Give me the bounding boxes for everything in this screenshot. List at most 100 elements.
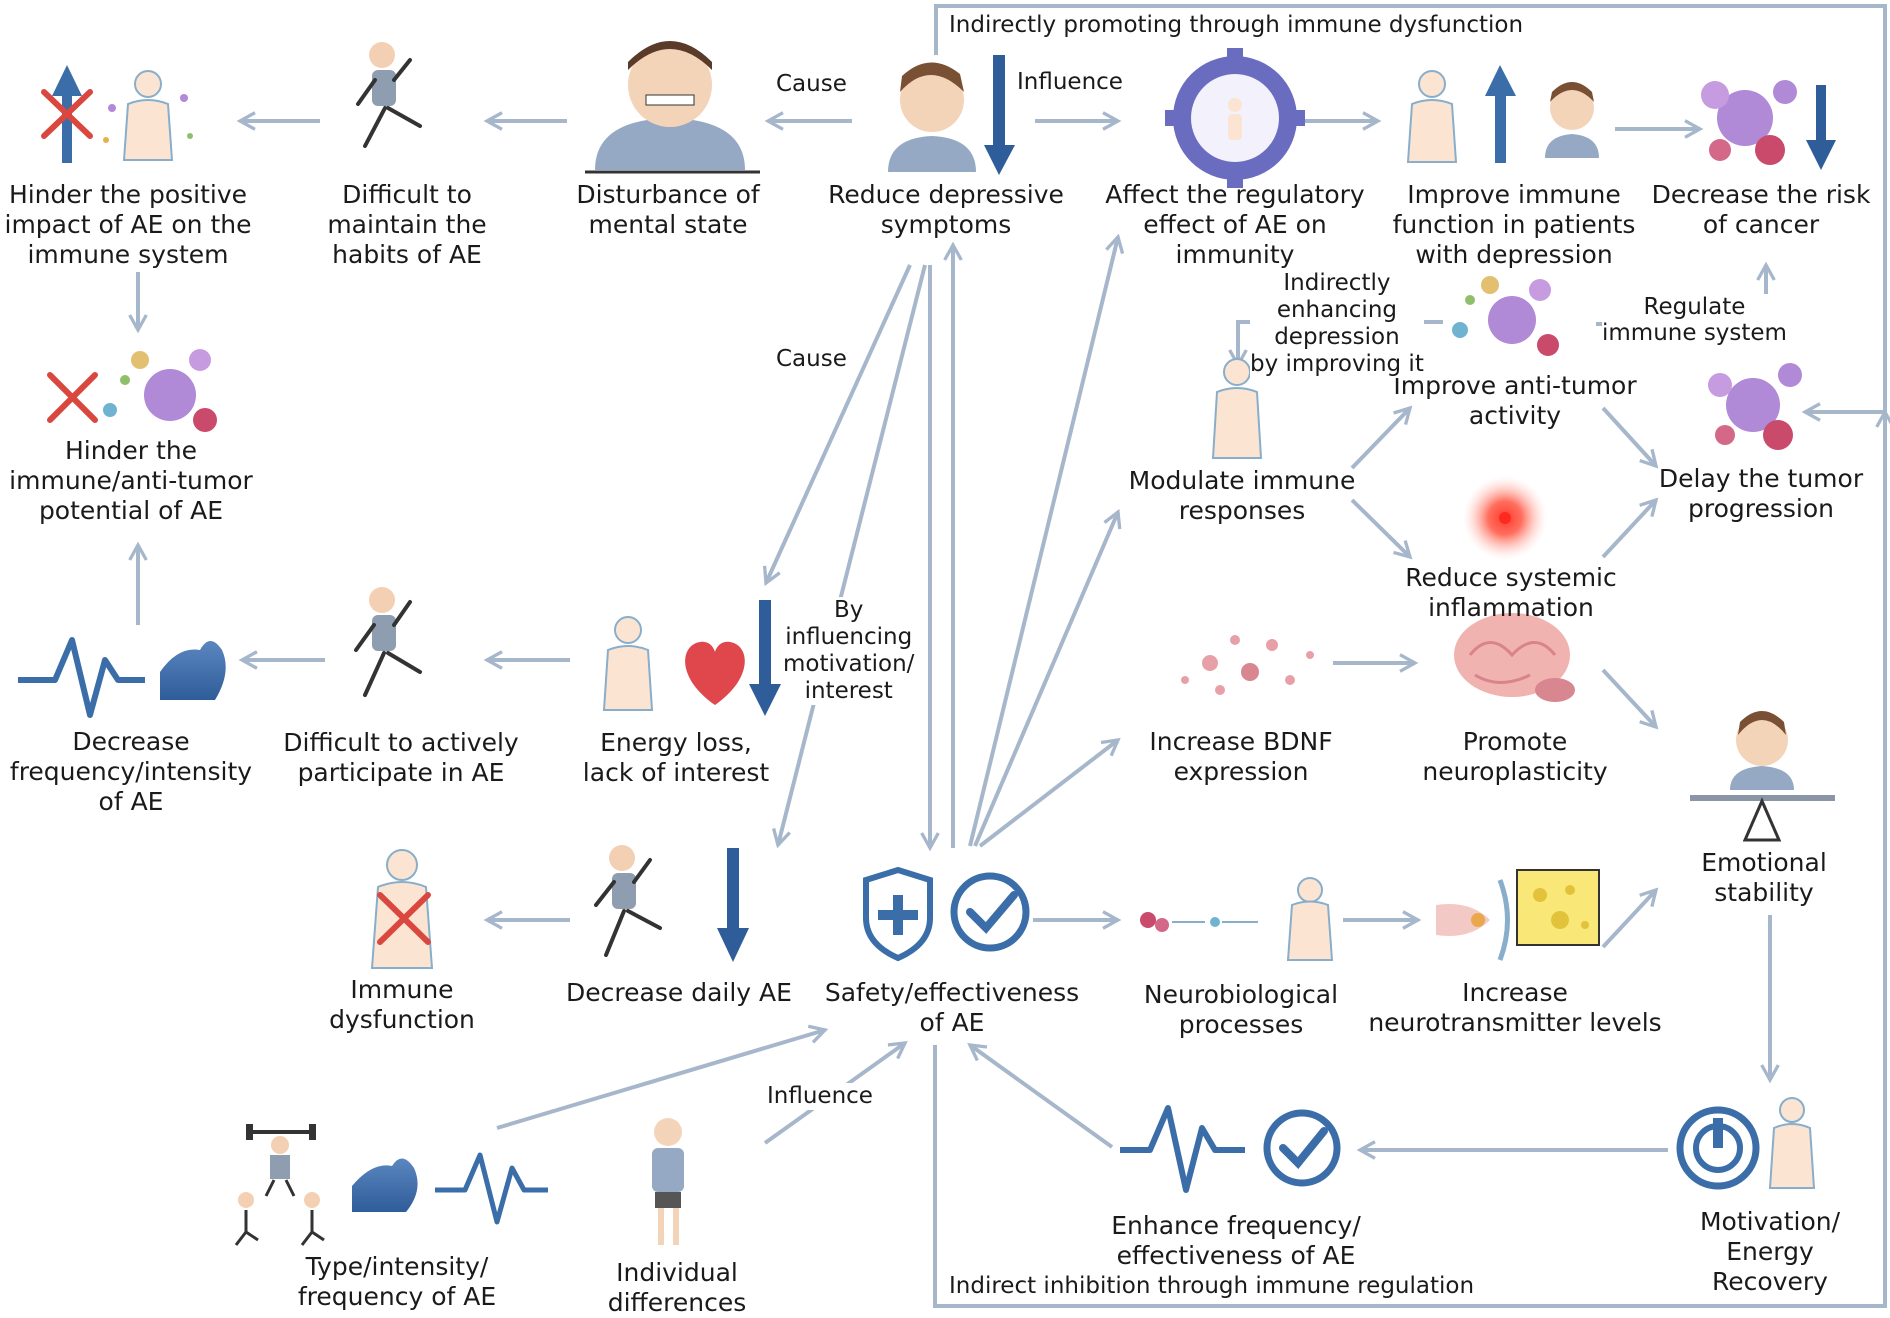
shape [1551, 911, 1569, 929]
edge-label-cause-mid: Cause [776, 346, 847, 373]
shape [1465, 295, 1475, 305]
body-icon [602, 616, 654, 711]
shape [1297, 877, 1323, 903]
body-icon [370, 849, 434, 969]
synapse-icon [1436, 869, 1600, 961]
shape [1165, 48, 1305, 188]
shape [602, 645, 654, 711]
runner-icon [594, 845, 662, 957]
shape [352, 1158, 418, 1212]
shape [1241, 663, 1259, 681]
shape [372, 615, 396, 651]
shape [1289, 110, 1305, 126]
shape [1228, 114, 1242, 140]
arrow [1601, 890, 1656, 949]
shape [103, 137, 109, 143]
body-icon [1406, 70, 1458, 163]
shape [372, 70, 396, 106]
shape [1227, 48, 1243, 64]
shape [1406, 99, 1458, 163]
shape [1263, 1109, 1341, 1187]
shape [628, 43, 712, 127]
arrow [933, 412, 1885, 1308]
inflammation-icon [1463, 476, 1547, 560]
shape [1165, 110, 1181, 126]
shape [41, 89, 93, 139]
node-text: Emotional stability [1701, 848, 1827, 907]
shape [138, 4, 1887, 1308]
shape [1140, 912, 1156, 928]
muscle-icon [160, 641, 226, 700]
shape [655, 1192, 681, 1208]
node-modulate-immune: Modulate immune responses [1129, 466, 1356, 526]
node-decrease-freq: Decrease frequency/intensity of AE [10, 727, 252, 817]
standing-person-icon [652, 1118, 684, 1245]
node-text: Difficult to maintain the habits of AE [327, 180, 487, 269]
shape [187, 133, 193, 139]
shape [1306, 651, 1314, 659]
shape [1488, 296, 1536, 344]
node-difficult-maintain: Difficult to maintain the habits of AE [327, 180, 486, 270]
bdnf-particles-icon [1181, 635, 1314, 695]
shape [759, 600, 771, 688]
shape [604, 909, 626, 957]
shape [52, 65, 82, 96]
up-arrow-icon [52, 65, 82, 163]
shape [363, 651, 386, 697]
node-increase-bdnf: Increase BDNF expression [1149, 727, 1332, 787]
shape [1468, 641, 1557, 658]
shape [1709, 139, 1731, 161]
node-hinder-antitumor: Hinder the immune/anti-tumor potential o… [9, 436, 253, 526]
node-text: Motivation/ Energy Recovery [1699, 1207, 1841, 1296]
cancer-cells-icon [1708, 363, 1802, 450]
shape [727, 848, 739, 933]
node-text: Decrease daily AE [566, 978, 792, 1007]
node-text: Energy loss, lack of interest [582, 728, 770, 787]
shape [1266, 639, 1278, 651]
shape [654, 1118, 682, 1146]
node-affect-regulatory: Affect the regulatory effect of AE on im… [1105, 180, 1364, 270]
shape [1755, 135, 1785, 165]
shape [900, 68, 964, 132]
sad-person-icon [888, 62, 976, 172]
check-circle-icon [1263, 1109, 1341, 1187]
shape [1763, 420, 1793, 450]
down-arrow-icon [1806, 85, 1836, 170]
shape [1713, 1118, 1723, 1148]
shape [392, 600, 412, 627]
node-enhance-frequency: Enhance frequency/ effectiveness of AE [1111, 1211, 1361, 1271]
shape [120, 375, 130, 385]
shape [652, 1148, 684, 1192]
shape [193, 408, 217, 432]
edge-label-influence-bottom: Influence [767, 1083, 873, 1110]
node-disturbance: Disturbance of mental state [576, 180, 759, 240]
node-increase-neurotransmitter: Increase neurotransmitter levels [1368, 978, 1661, 1038]
arrow [934, 4, 1887, 412]
shape [1550, 82, 1594, 102]
arrow [968, 237, 1118, 847]
arrow [1350, 498, 1410, 557]
heartbeat-icon [18, 637, 145, 718]
node-decrease-daily: Decrease daily AE [566, 978, 792, 1008]
shape [1223, 358, 1251, 386]
shape [1730, 766, 1794, 790]
edge-label-indirect-inhibition: Indirect inhibition through immune regul… [945, 1273, 1479, 1300]
node-improve-antitumor: Improve anti-tumor activity [1393, 371, 1636, 431]
shape [392, 58, 412, 82]
node-neurobiological: Neurobiological processes [1144, 980, 1338, 1040]
node-text: Increase BDNF expression [1149, 727, 1333, 786]
brain-icon [1454, 613, 1575, 702]
shape [685, 641, 745, 705]
shape [1210, 917, 1220, 927]
shape [1230, 635, 1240, 645]
shape [131, 351, 149, 369]
shape [1537, 334, 1559, 356]
shape [1736, 714, 1788, 766]
muscle-icon [352, 1158, 418, 1212]
shape [1516, 869, 1600, 946]
node-type-intensity: Type/intensity/ frequency of AE [298, 1252, 496, 1312]
shape [1690, 795, 1835, 801]
edge-label-cause-top: Cause [776, 71, 847, 98]
shape [1485, 65, 1516, 96]
node-immune-dysfunction: Immune dysfunction [329, 975, 475, 1035]
